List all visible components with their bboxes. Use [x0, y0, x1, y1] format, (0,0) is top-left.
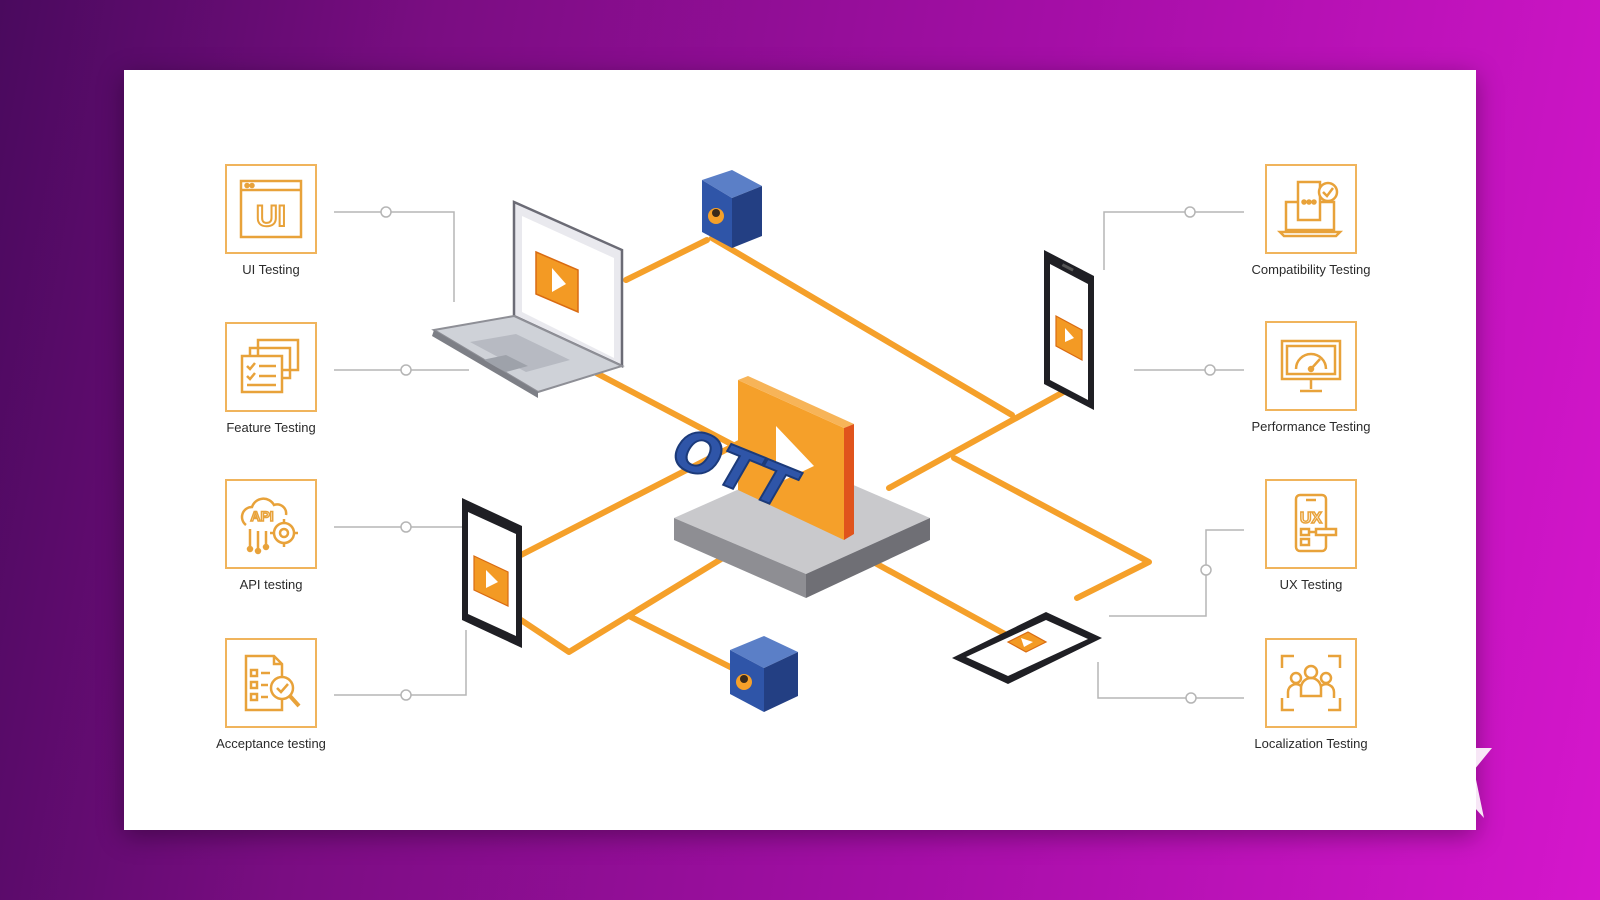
test-item-localization-testing: Localization Testing [1236, 638, 1386, 751]
test-label: UI Testing [242, 262, 300, 277]
top-cube [702, 170, 762, 248]
ui-icon: UI [225, 164, 317, 254]
test-item-performance-testing: Performance Testing [1236, 321, 1386, 434]
test-label: API testing [239, 577, 303, 592]
localization-people-icon [1265, 638, 1357, 728]
phone-left [462, 498, 522, 648]
phone-top-right [1044, 250, 1094, 410]
diagram-card: OTT UI UI Testing Feature Testing [124, 70, 1476, 830]
bottom-cube [730, 636, 798, 712]
test-label: Feature Testing [226, 420, 316, 435]
performance-gauge-icon [1265, 321, 1357, 411]
corner-decoration [1466, 748, 1492, 818]
test-item-compatibility-testing: Compatibility Testing [1236, 164, 1386, 277]
ux-icon-text: UX [1300, 510, 1323, 527]
test-label: Performance Testing [1251, 419, 1371, 434]
test-item-acceptance-testing: Acceptance testing [196, 638, 346, 751]
ux-phone-icon: UX [1265, 479, 1357, 569]
test-item-ux-testing: UX UX Testing [1236, 479, 1386, 592]
api-gear-icon: API [225, 479, 317, 569]
test-item-feature-testing: Feature Testing [196, 322, 346, 435]
network-lines [518, 235, 1152, 683]
ott-network-diagram: OTT [334, 170, 1244, 712]
acceptance-document-icon [225, 638, 317, 728]
test-label: Compatibility Testing [1251, 262, 1371, 277]
test-label: UX Testing [1279, 577, 1343, 592]
test-item-api-testing: API API testing [196, 479, 346, 592]
compatibility-devices-icon [1265, 164, 1357, 254]
test-label: Acceptance testing [216, 736, 326, 751]
api-icon-text: API [250, 508, 273, 524]
left-connectors [334, 211, 469, 696]
right-connectors [1097, 211, 1244, 699]
tablet-bottom-right [952, 612, 1102, 684]
test-item-ui-testing: UI UI Testing [196, 164, 346, 277]
laptop-device [431, 200, 625, 398]
feature-checklist-icon [225, 322, 317, 412]
test-label: Localization Testing [1254, 736, 1368, 751]
ui-icon-text: UI [256, 200, 286, 233]
